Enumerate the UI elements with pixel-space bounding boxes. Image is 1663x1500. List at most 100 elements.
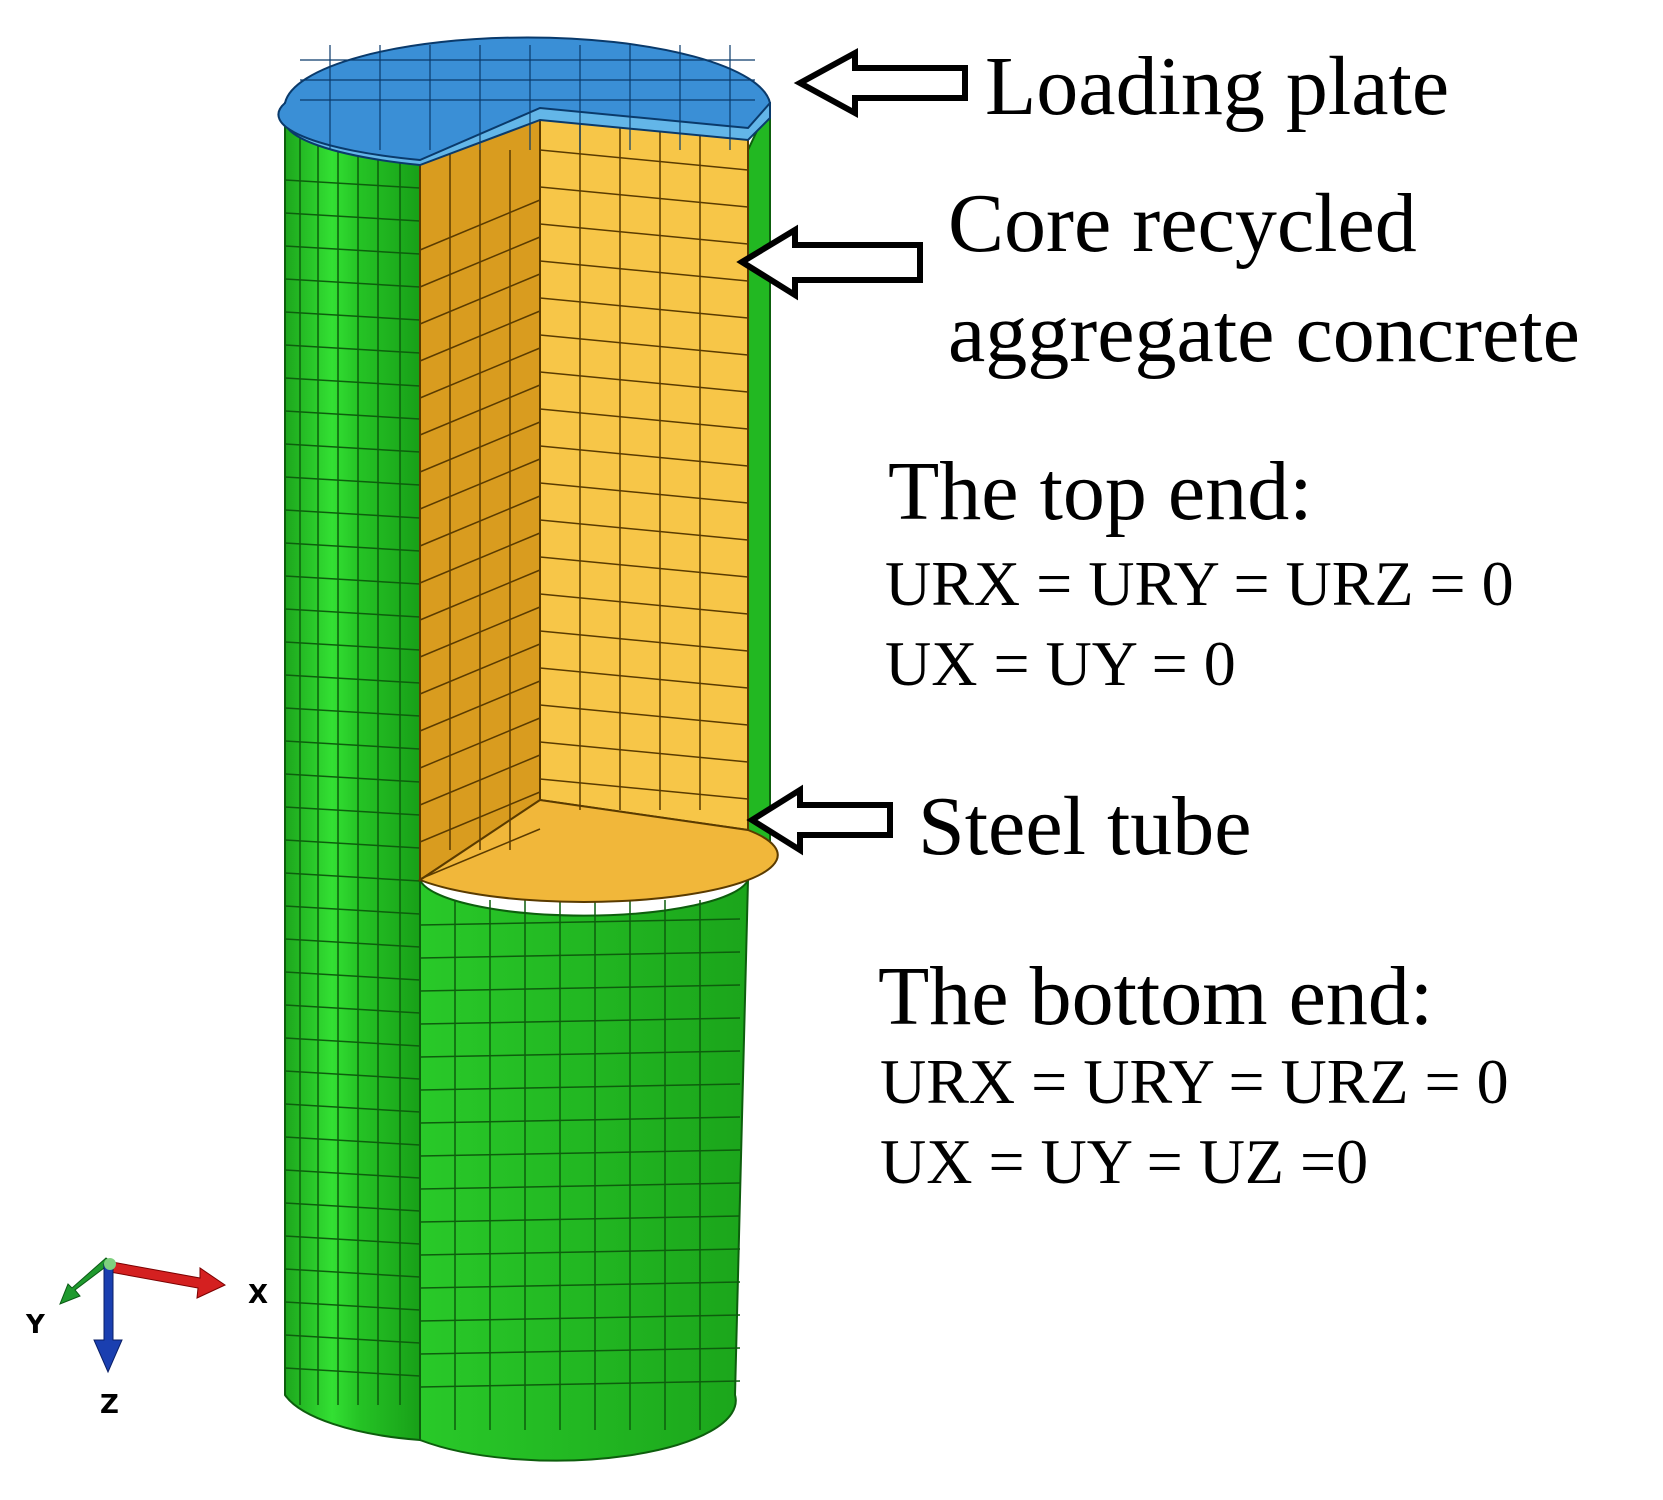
tube-mesh-line	[419, 1182, 741, 1190]
tube-mesh-line	[284, 179, 421, 189]
tube-mesh-line	[284, 1136, 421, 1146]
tube-mesh-line	[284, 476, 421, 486]
core-mesh-line	[419, 273, 541, 325]
top-end-title: The top end:	[888, 445, 1313, 538]
loading-plate	[277, 36, 772, 167]
tube-mesh-line	[284, 1202, 421, 1212]
core-mesh-line	[419, 569, 541, 621]
core-mesh-line	[419, 199, 541, 251]
core-mesh-line	[539, 408, 749, 430]
tube-mesh-line	[284, 674, 421, 684]
core-mesh-line	[419, 532, 541, 584]
arrow-core-concrete	[736, 224, 923, 301]
core-mesh-line	[419, 236, 541, 288]
core-mesh-line	[539, 334, 749, 356]
tube-mesh-line	[284, 542, 421, 552]
axis-x-arrow	[109, 1261, 227, 1299]
top-end-line1: URX = URY = URZ = 0	[885, 548, 1514, 619]
core-mesh-line	[419, 458, 541, 510]
tube-mesh-line	[284, 344, 421, 354]
tube-mesh-line	[284, 773, 421, 783]
bottom-end-line2: UX = UY = UZ =0	[880, 1126, 1369, 1197]
core-mesh-line	[419, 643, 541, 695]
tube-mesh-line	[284, 1169, 421, 1179]
tube-mesh-line	[419, 1050, 741, 1058]
tube-mesh-line	[419, 984, 741, 992]
tube-mesh-line	[284, 1235, 421, 1245]
tube-mesh-line	[284, 278, 421, 288]
core-mesh-line	[539, 223, 749, 245]
tube-mesh-line	[419, 1149, 741, 1157]
tube-mesh-line	[284, 1334, 421, 1344]
tube-mesh-line	[284, 740, 421, 750]
tube-mesh-line	[419, 918, 741, 926]
core-mesh-line	[419, 606, 541, 658]
core-mesh-line	[539, 556, 749, 578]
tube-mesh-line	[419, 1215, 741, 1223]
core-mesh-line	[539, 260, 749, 282]
core-mesh-line	[539, 186, 749, 208]
core-mesh-line	[419, 384, 541, 436]
tube-mesh-line	[284, 245, 421, 255]
tube-mesh-line	[284, 806, 421, 816]
axis-z-label: Z	[100, 1390, 119, 1420]
core-mesh-line	[539, 593, 749, 615]
tube-mesh-line	[284, 377, 421, 387]
axis-y-arrow	[59, 1257, 113, 1305]
tube-mesh-line	[284, 1301, 421, 1311]
tube-mesh-line	[284, 311, 421, 321]
core-mesh-line	[419, 828, 541, 880]
steel-tube	[283, 102, 771, 1462]
core-mesh-line	[539, 519, 749, 541]
core-mesh-line	[539, 741, 749, 763]
tube-mesh-line	[284, 938, 421, 948]
bottom-end-title: The bottom end:	[878, 950, 1434, 1043]
loading-plate-mesh	[300, 45, 755, 150]
axis-origin	[104, 1258, 116, 1270]
core-mesh-line	[539, 704, 749, 726]
core-mesh-line	[539, 297, 749, 319]
tube-mesh-line	[284, 872, 421, 882]
core-mesh-line	[539, 371, 749, 393]
core-mesh-line	[419, 310, 541, 362]
label-steel-tube: Steel tube	[918, 780, 1252, 873]
tube-mesh-line	[284, 212, 421, 222]
core-mesh-line	[539, 667, 749, 689]
tube-mesh-line	[284, 1004, 421, 1014]
tube-mesh-line	[284, 1268, 421, 1278]
pointer-arrows	[736, 47, 968, 856]
tube-mesh-line	[284, 707, 421, 717]
tube-mesh-line	[419, 1017, 741, 1025]
core-mesh-line	[539, 630, 749, 652]
core-concrete	[417, 106, 779, 903]
tube-mesh-line	[284, 641, 421, 651]
axis-z-arrow	[93, 1263, 123, 1374]
tube-mesh-line	[284, 608, 421, 618]
tube-mesh-line	[419, 1314, 741, 1322]
tube-mesh-line	[284, 575, 421, 585]
bottom-end-line1: URX = URY = URZ = 0	[880, 1046, 1509, 1117]
tube-mesh-line	[284, 410, 421, 420]
core-mesh-line	[419, 421, 541, 473]
tube-mesh-line	[284, 971, 421, 981]
axis-y-label: Y	[26, 1310, 45, 1340]
core-mesh-line	[539, 149, 749, 171]
tube-mesh-line	[419, 951, 741, 959]
tube-mesh-line	[419, 1248, 741, 1256]
core-mesh-line	[419, 495, 541, 547]
label-loading-plate: Loading plate	[985, 40, 1450, 133]
tube-mesh-line	[284, 443, 421, 453]
steel-tube-mesh	[284, 115, 741, 1430]
core-mesh-line	[419, 754, 541, 806]
axis-triad	[59, 1257, 227, 1374]
tube-mesh-line	[419, 1083, 741, 1091]
tube-mesh-line	[419, 1347, 741, 1355]
tube-mesh-line	[419, 1116, 741, 1124]
core-mesh-line	[539, 778, 749, 800]
tube-mesh-line	[284, 1070, 421, 1080]
top-end-line2: UX = UY = 0	[885, 628, 1236, 699]
arrow-loading-plate	[793, 47, 968, 119]
tube-mesh-line	[284, 1037, 421, 1047]
tube-mesh-line	[284, 905, 421, 915]
